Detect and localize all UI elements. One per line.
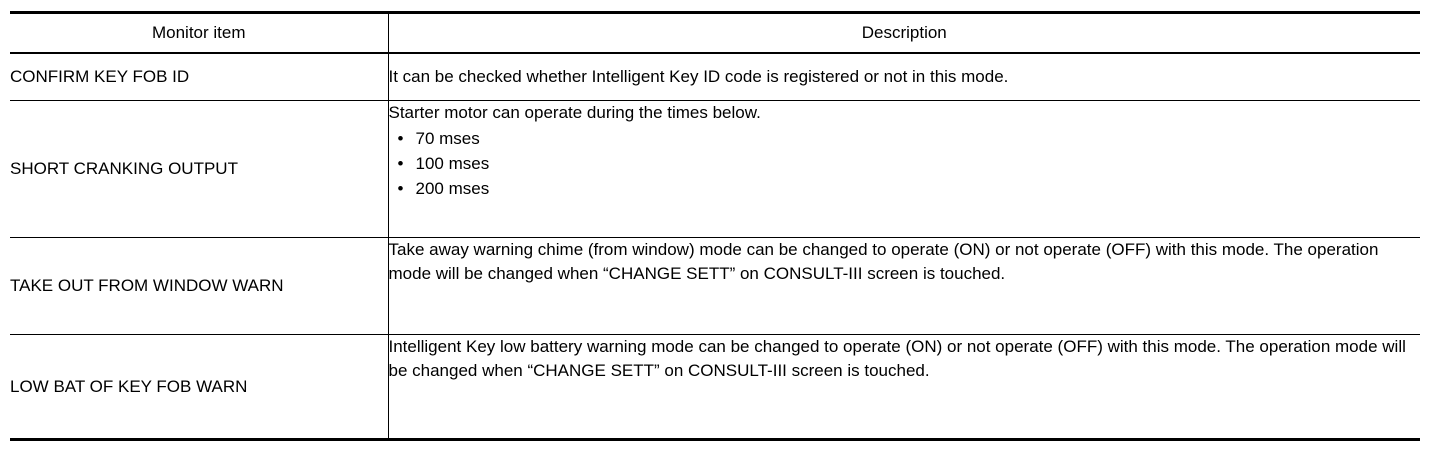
column-header-monitor-item: Monitor item [10,11,389,54]
bullet-icon: • [397,154,404,173]
table-body: CONFIRM KEY FOB ID It can be checked whe… [10,53,1421,441]
description-text: It can be checked whether Intelligent Ke… [388,66,1009,86]
table-row: CONFIRM KEY FOB ID It can be checked whe… [10,53,1420,101]
cell-monitor-item: LOW BAT OF KEY FOB WARN [10,334,389,441]
description-text: Intelligent Key low battery warning mode… [388,337,1406,380]
description-bullet-list: • 70 mses • 100 mses • 200 mses [389,126,1421,201]
cell-description: It can be checked whether Intelligent Ke… [388,53,1420,101]
cell-monitor-item: SHORT CRANKING OUTPUT [10,100,389,238]
column-header-description: Description [388,11,1420,54]
table-row: TAKE OUT FROM WINDOW WARN Take away warn… [10,237,1420,335]
description-text: Starter motor can operate during the tim… [388,103,761,122]
monitor-item-table: Monitor item Description CONFIRM KEY FOB… [10,11,1420,441]
bullet-icon: • [397,179,404,198]
table-header-row: Monitor item Description [10,11,1420,54]
list-item: • 100 mses [389,151,1421,176]
list-item-label: 100 mses [415,154,490,173]
list-item: • 200 mses [389,176,1421,201]
cell-description: Starter motor can operate during the tim… [388,100,1421,238]
description-text: Take away warning chime (from window) mo… [388,240,1379,283]
cell-description: Intelligent Key low battery warning mode… [388,334,1420,441]
list-item: • 70 mses [389,126,1421,151]
cell-monitor-item: TAKE OUT FROM WINDOW WARN [10,237,389,335]
bullet-icon: • [397,129,404,148]
table-row: SHORT CRANKING OUTPUT Starter motor can … [10,100,1421,238]
list-item-label: 200 mses [415,179,490,198]
table-row: LOW BAT OF KEY FOB WARN Intelligent Key … [10,334,1420,441]
cell-monitor-item: CONFIRM KEY FOB ID [10,53,389,101]
list-item-label: 70 mses [415,129,480,148]
cell-description: Take away warning chime (from window) mo… [388,237,1420,335]
table-header: Monitor item Description [10,11,1420,54]
